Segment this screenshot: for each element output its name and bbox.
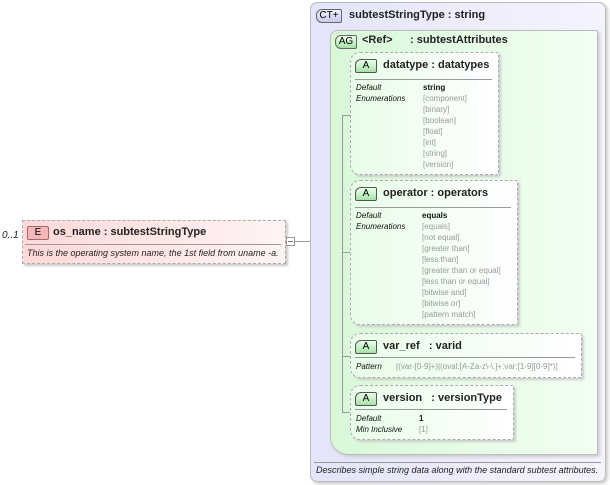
enumeration-value: [binary] <box>423 105 450 114</box>
attribute-group-ref: <Ref> <box>362 34 393 46</box>
min-inclusive-value: [1] <box>419 425 428 434</box>
enumeration-value: [float] <box>423 127 443 136</box>
connector-line <box>295 241 311 242</box>
default-label: Default <box>356 83 382 92</box>
attribute-group-title: : subtestAttributes <box>410 34 508 46</box>
occurrence-label: 0..1 <box>2 230 19 241</box>
complex-type-title: subtestStringType : string <box>349 9 486 21</box>
enumeration-value: [greater than or equal] <box>422 266 501 275</box>
divider <box>355 409 507 410</box>
pattern-value: [(var-[0-9]+)|(oval:[A-Za-z\-\.]+:var:[1… <box>396 362 558 371</box>
pattern-label: Pattern <box>356 362 382 371</box>
enumeration-value: [boolean] <box>423 116 456 125</box>
default-label: Default <box>356 211 382 220</box>
complex-type-description: Describes simple string data along with … <box>316 465 599 475</box>
default-label: Default <box>356 414 382 423</box>
connector-line <box>342 115 343 413</box>
element-os-name[interactable]: E os_name : subtestStringType This is th… <box>22 220 286 264</box>
attribute-badge-icon: A <box>355 392 377 406</box>
divider <box>314 462 601 463</box>
connector-line <box>342 115 350 116</box>
attribute-title: operator : operators <box>383 187 489 199</box>
enumeration-value: [pattern match] <box>422 310 476 319</box>
connector-line <box>342 252 350 253</box>
default-value: string <box>423 83 446 92</box>
enumeration-value: [equals] <box>422 222 451 231</box>
divider <box>25 244 281 245</box>
enumeration-value: [component] <box>423 94 468 103</box>
attribute-badge-icon: A <box>355 59 377 73</box>
attribute-group-badge-icon: AG <box>335 35 357 49</box>
element-title: os_name : subtestStringType <box>53 226 207 238</box>
enumeration-value: [less than] <box>422 255 459 264</box>
default-value: 1 <box>419 414 424 423</box>
attribute-title: datatype : datatypes <box>383 59 490 71</box>
connector-line <box>342 412 350 413</box>
element-description: This is the operating system name, the 1… <box>27 248 279 258</box>
enumeration-value: [version] <box>423 160 454 169</box>
enumerations-label: Enumerations <box>356 94 406 103</box>
connector-line <box>342 356 350 357</box>
enumeration-value: [bitwise and] <box>422 288 467 297</box>
enumeration-value: [not equal] <box>422 233 460 242</box>
divider <box>355 357 575 358</box>
attribute-var-ref[interactable]: A var_ref : varid Pattern [(var-[0-9]+)|… <box>350 333 582 378</box>
enumerations-label: Enumerations <box>356 222 406 231</box>
divider <box>355 207 511 208</box>
attribute-badge-icon: A <box>355 340 377 354</box>
element-badge-icon: E <box>27 226 49 240</box>
enumeration-value: [less than or equal] <box>422 277 490 286</box>
attribute-badge-icon: A <box>355 187 377 201</box>
complex-type-badge-icon: CT+ <box>316 9 342 23</box>
default-value: equals <box>422 211 448 220</box>
collapse-toggle[interactable] <box>286 237 295 246</box>
min-inclusive-label: Min Inclusive <box>356 425 403 434</box>
enumeration-value: [string] <box>423 149 448 158</box>
enumeration-value: [greater than] <box>422 244 470 253</box>
enumeration-value: [int] <box>423 138 436 147</box>
attribute-title: version : versionType <box>383 392 503 404</box>
divider <box>355 79 492 80</box>
enumeration-value: [bitwise or] <box>422 299 461 308</box>
attribute-title: var_ref : varid <box>383 340 462 352</box>
